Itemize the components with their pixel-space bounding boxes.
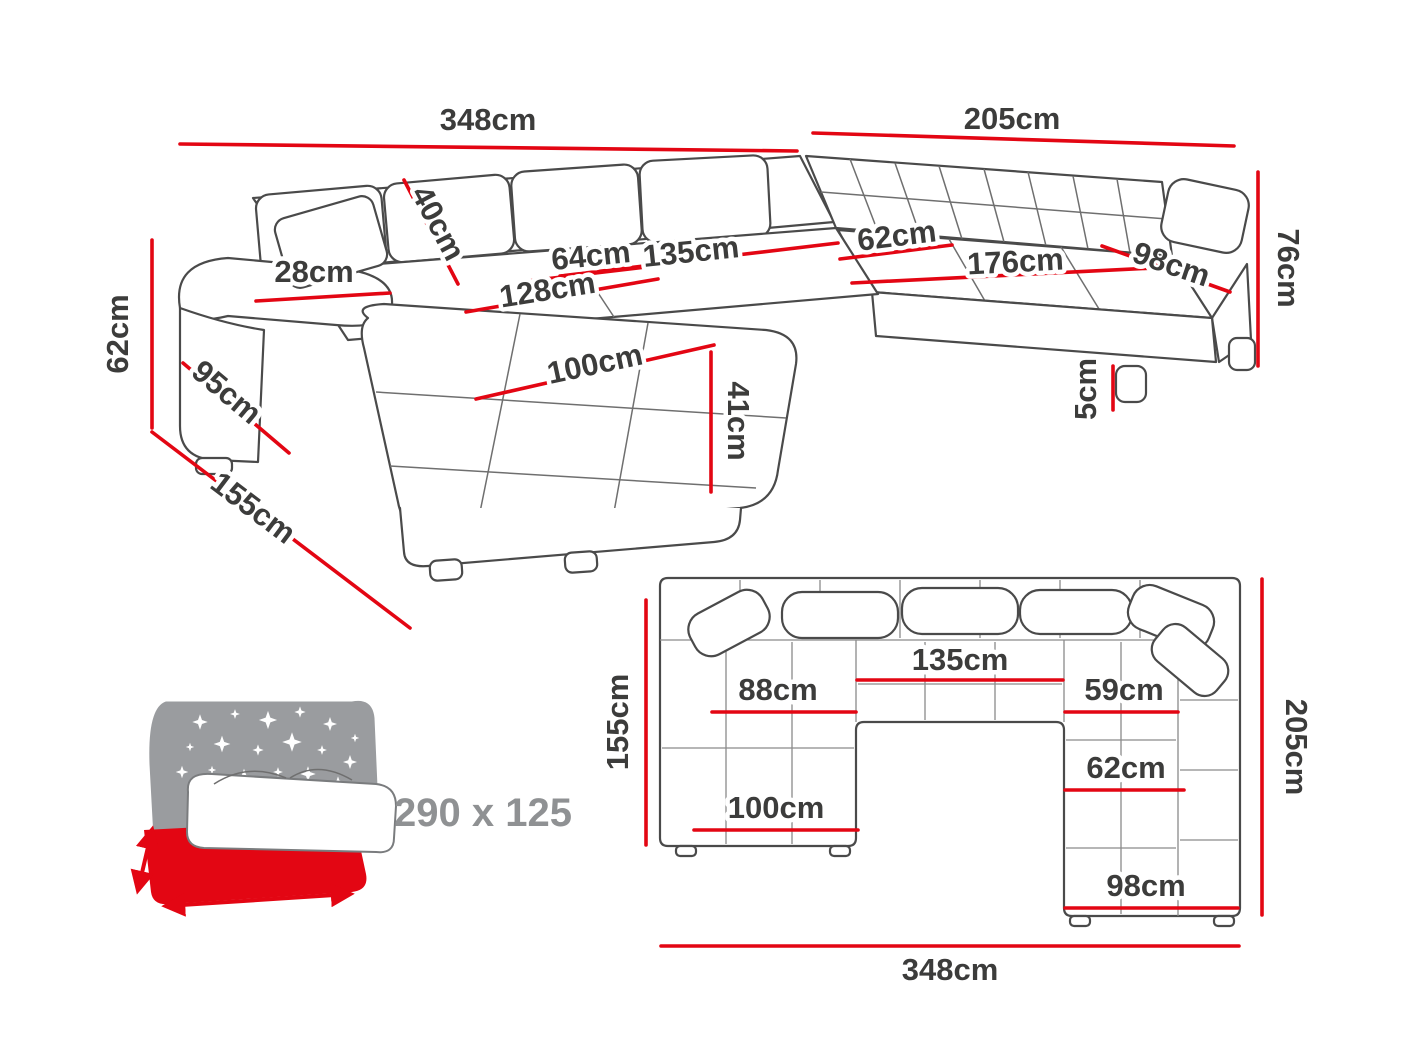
top-view-feet xyxy=(674,844,1236,928)
dim-label-top-right-seat-top: 59cm xyxy=(1084,672,1163,707)
dim-label-chaise-total-depth: 155cm xyxy=(204,465,302,551)
chaise-seat xyxy=(360,302,798,534)
middle-seat-division xyxy=(568,248,615,318)
dim-label-top-right-end: 98cm xyxy=(1106,868,1185,903)
sleeping-area-size-label: 290 x 125 xyxy=(394,791,572,835)
dim-line-armrest-width xyxy=(254,291,392,303)
dim-label-leg-height: 5cm xyxy=(1068,358,1103,420)
sleeping-area-icon: 290 x 125 xyxy=(130,700,572,917)
perspective-dimension-lines xyxy=(150,131,1260,630)
right-seat-front-face xyxy=(870,290,1218,364)
dim-line-chaise-total-depth xyxy=(150,430,412,630)
armrest-pillow xyxy=(273,195,389,289)
sofa-leg xyxy=(563,550,599,574)
chaise-tufting xyxy=(375,313,787,523)
dim-label-right-seat-length: 176cm xyxy=(966,242,1064,282)
dim-label-top-right-seat: 62cm xyxy=(1086,750,1165,785)
sofa-leg xyxy=(1227,336,1257,372)
bed-pillow-curve xyxy=(213,770,287,785)
dim-label-top-total-width: 348cm xyxy=(902,952,999,987)
dim-label-back-width: 348cm xyxy=(440,102,537,137)
dim-label-top-right-depth: 205cm xyxy=(1279,699,1314,796)
dim-label-seat-depth-left: 64cm xyxy=(550,234,633,277)
left-armrest-front xyxy=(178,306,266,464)
right-armrest xyxy=(1160,178,1250,254)
bed-mattress xyxy=(185,772,398,854)
dim-line-backrest-depth xyxy=(402,178,460,286)
dim-label-seat-height: 41cm xyxy=(721,381,756,460)
pillow xyxy=(1150,622,1230,698)
pillow xyxy=(900,586,1020,636)
pillow xyxy=(780,590,900,640)
bed-width-arrow xyxy=(161,883,355,917)
dim-line-back-width xyxy=(178,142,799,153)
top-view-tuft-grid xyxy=(662,580,1238,914)
dim-line-right-seat-length xyxy=(850,264,1196,285)
dim-line-chaise-width xyxy=(474,343,716,401)
top-view-dimension-labels: 155cm 205cm 348cm 88cm 135cm 59cm 100cm … xyxy=(596,638,1319,992)
bed-pillow-curve xyxy=(289,768,353,781)
dim-line-right-seat-depth xyxy=(838,243,954,261)
back-pillow xyxy=(638,154,772,244)
pillow xyxy=(1018,588,1134,636)
sofa-leg xyxy=(428,558,464,582)
dim-label-top-chaise-width: 100cm xyxy=(728,790,825,825)
dim-line-armrest-side xyxy=(181,361,291,455)
dim-line-right-end-width xyxy=(1100,244,1232,294)
right-seat-tufting xyxy=(948,238,1100,310)
top-view-pillows xyxy=(687,583,1230,698)
bed-pullout-arrow xyxy=(130,825,160,895)
dim-label-right-back-width: 205cm xyxy=(964,101,1061,136)
sofa-leg xyxy=(1114,364,1148,404)
dim-label-top-left-seat: 88cm xyxy=(738,672,817,707)
dim-line-right-back-width xyxy=(811,131,1236,148)
dim-label-back-height: 76cm xyxy=(1271,228,1306,307)
dim-label-armrest-height: 62cm xyxy=(100,294,135,373)
dim-label-top-middle-seat: 135cm xyxy=(912,642,1009,677)
dim-label-armrest-width: 28cm xyxy=(274,254,353,289)
dim-line-chaise-length xyxy=(464,277,660,314)
dim-line-middle-seat-width xyxy=(558,241,840,278)
pillow xyxy=(687,588,771,658)
right-backrest-tufting xyxy=(820,158,1168,254)
dim-label-top-left-depth: 155cm xyxy=(600,674,635,771)
top-view-dimension-lines xyxy=(644,577,1264,948)
